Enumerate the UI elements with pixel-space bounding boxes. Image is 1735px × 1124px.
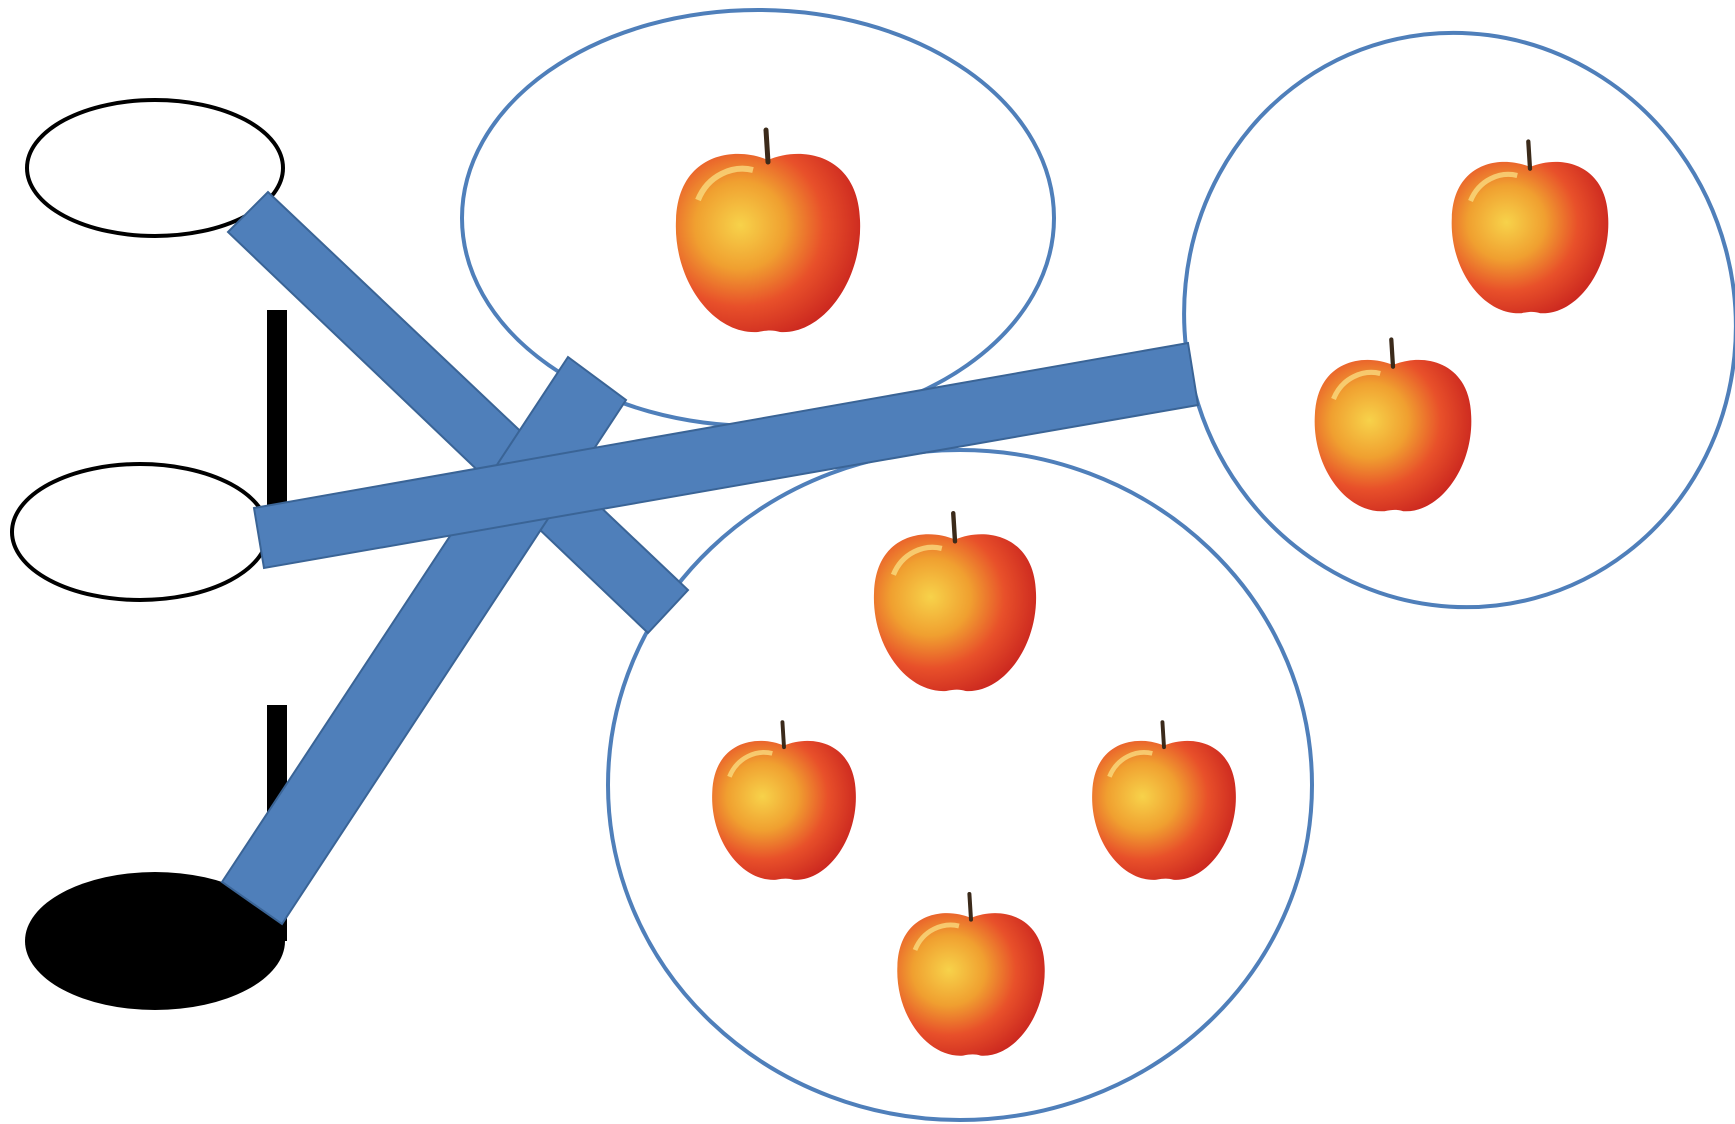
- apple-icon: [897, 894, 1044, 1056]
- group-two-apples: [1315, 142, 1609, 512]
- apple-icon: [712, 722, 856, 880]
- apple-icon: [1315, 340, 1472, 512]
- apple-icon: [874, 513, 1036, 691]
- group-two-apples-outline: [1120, 0, 1735, 669]
- apple-icon: [676, 130, 860, 332]
- half-note-icon: [12, 310, 287, 600]
- group-four-apples: [712, 513, 1236, 1055]
- apple-icon: [1092, 722, 1236, 880]
- apple-icon: [1452, 142, 1609, 314]
- group-one-apple: [676, 130, 860, 332]
